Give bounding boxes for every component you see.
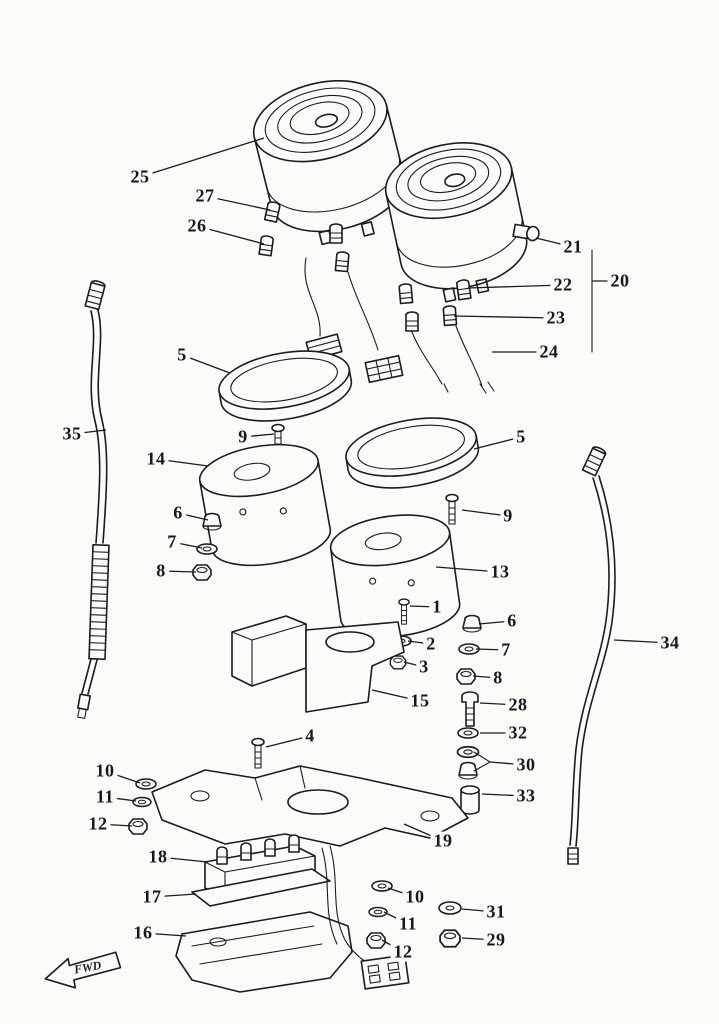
bulb-socket — [455, 278, 472, 301]
leader-line-33 — [481, 793, 527, 797]
leader-line-21 — [535, 237, 574, 248]
leader-line-26 — [196, 225, 265, 245]
trim-ring-left — [218, 350, 353, 422]
leader-line-4 — [265, 735, 311, 748]
washer — [135, 778, 157, 790]
leader-line-12 — [381, 939, 404, 953]
bottom-cover-16 — [175, 911, 353, 993]
collar-33 — [460, 785, 480, 815]
leader-line-23 — [453, 315, 557, 319]
leader-line-11 — [104, 796, 137, 802]
bulb-socket — [334, 250, 350, 273]
bulb-socket — [398, 282, 414, 305]
leader-line-10 — [104, 770, 141, 784]
bulb-socket — [329, 223, 343, 244]
leader-line-30 — [489, 761, 527, 766]
leader-line-35 — [71, 429, 107, 435]
nut-29 — [439, 929, 461, 948]
leader-line-14 — [155, 458, 209, 467]
washer-32 — [457, 727, 479, 739]
leader-line-6 — [177, 512, 209, 521]
leader-line-29 — [461, 937, 497, 941]
trim-ring-right — [345, 417, 480, 489]
leader-line-18 — [157, 856, 209, 863]
washer — [132, 796, 152, 808]
leader-line-5 — [181, 354, 231, 374]
leader-line-16 — [142, 932, 187, 937]
speedometer-cable-35 — [77, 280, 110, 719]
damper-plate-17 — [191, 868, 331, 907]
tachometer-head — [384, 142, 528, 303]
leader-line-5 — [473, 436, 522, 450]
leader-line-8 — [472, 675, 499, 679]
mount-bracket-15 — [231, 615, 405, 713]
wiring-harness — [304, 257, 495, 394]
leader-line-17 — [151, 893, 197, 898]
washer-31 — [438, 901, 462, 915]
leader-line-31 — [461, 908, 497, 913]
leader-line-3 — [403, 661, 425, 668]
leader-line-6 — [478, 620, 513, 625]
leader-line-9 — [242, 433, 275, 438]
trip-knob — [512, 223, 540, 242]
leader-line-7 — [171, 541, 203, 549]
leader-line-9 — [461, 509, 509, 517]
leader-line-11 — [383, 911, 409, 925]
damper-cup — [462, 614, 482, 633]
leader-line-34 — [613, 639, 671, 644]
leader-line-12 — [97, 823, 133, 827]
meter-body-left — [198, 443, 332, 567]
tachometer-cable-34 — [567, 446, 616, 865]
nut — [389, 655, 407, 670]
bulb-socket — [405, 311, 419, 332]
fwd-label: FWD — [72, 958, 103, 977]
grommet-30 — [456, 745, 480, 759]
washer — [196, 543, 218, 555]
screw-9-right — [445, 493, 459, 525]
leader-line-10 — [387, 887, 416, 898]
nut — [456, 668, 476, 685]
lower-bracket-19 — [151, 765, 469, 847]
leader-line-7 — [475, 648, 507, 651]
leader-line-28 — [479, 702, 519, 706]
leader-line-15 — [371, 689, 421, 702]
screw-4 — [251, 737, 265, 769]
washer — [371, 880, 393, 892]
leader-line-8 — [160, 570, 197, 573]
harness-connector — [360, 954, 410, 990]
bulb-socket — [258, 234, 275, 257]
bolt-28 — [461, 691, 479, 727]
leader-line-22 — [467, 284, 564, 289]
meter-body-right — [329, 514, 461, 638]
leader-line-27 — [204, 195, 271, 211]
leader-line-25 — [139, 137, 265, 178]
fwd-arrow: FWD — [44, 951, 122, 989]
